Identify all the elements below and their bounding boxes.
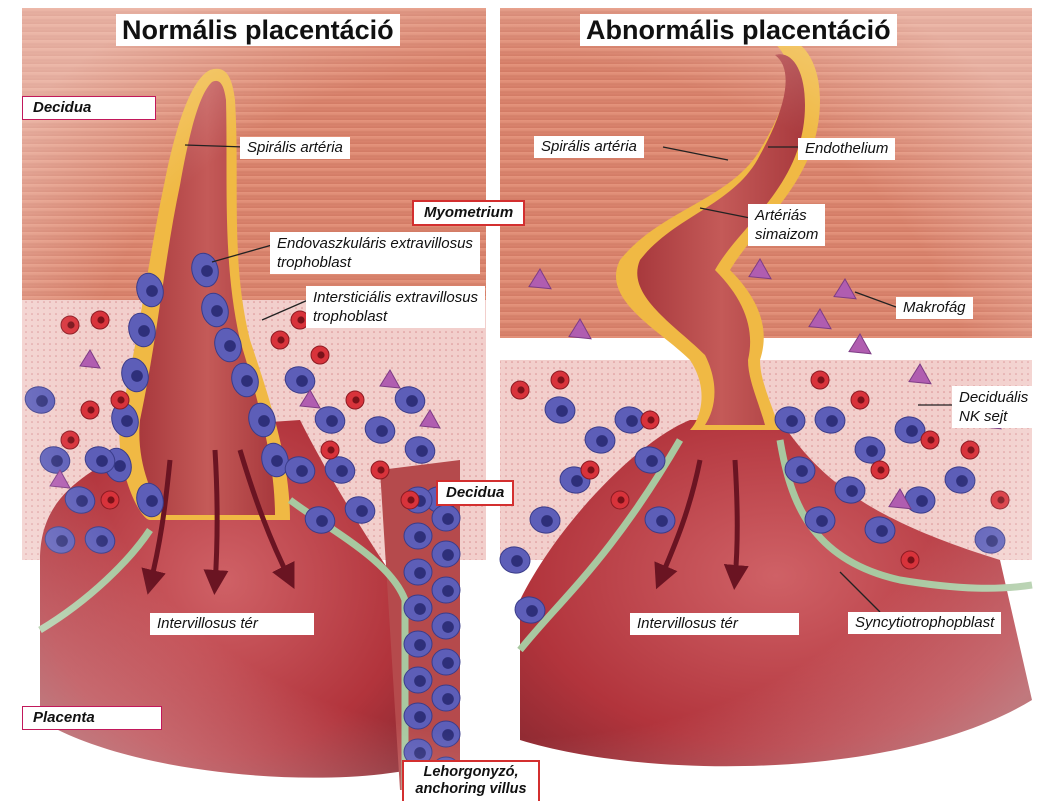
- label-interstitial: Intersticiális extravillosus trophoblast: [306, 286, 485, 328]
- label-syncytio: Syncytiotrophopblast: [848, 612, 1001, 634]
- label-nk-line1: Deciduális: [959, 388, 1028, 407]
- label-arterias-line2: simaizom: [755, 225, 818, 244]
- label-placenta: Placenta: [22, 706, 162, 730]
- label-decidua-left: Decidua: [22, 96, 156, 120]
- label-arterias: Artériás simaizom: [748, 204, 825, 246]
- label-myometrium: Myometrium: [412, 200, 525, 226]
- title-abnormal: Abnormális placentáció: [580, 14, 897, 46]
- label-arterias-line1: Artériás: [755, 206, 818, 225]
- label-interstitial-line1: Intersticiális extravillosus: [313, 288, 478, 307]
- label-anchoring-line1: Lehorgonyzó,: [406, 764, 536, 781]
- label-nk: Deciduális NK sejt: [952, 386, 1035, 428]
- label-interstitial-line2: trophoblast: [313, 307, 478, 326]
- label-anchoring-line2: anchoring villus: [406, 781, 536, 798]
- title-normal: Normális placentáció: [116, 14, 400, 46]
- label-endothelium: Endothelium: [798, 138, 895, 160]
- label-spiralis-right: Spirális artéria: [534, 136, 644, 158]
- label-spiralis-left: Spirális artéria: [240, 137, 350, 159]
- label-intervillosus-right: Intervillosus tér: [630, 613, 799, 635]
- label-endovascular-line2: trophoblast: [277, 253, 473, 272]
- label-nk-line2: NK sejt: [959, 407, 1028, 426]
- label-endovascular-line1: Endovaszkuláris extravillosus: [277, 234, 473, 253]
- label-intervillosus-left: Intervillosus tér: [150, 613, 314, 635]
- label-endovascular: Endovaszkuláris extravillosus trophoblas…: [270, 232, 480, 274]
- label-anchoring-villus: Lehorgonyzó, anchoring villus: [402, 760, 540, 801]
- label-decidua-center: Decidua: [436, 480, 514, 506]
- label-makrofag: Makrofág: [896, 297, 973, 319]
